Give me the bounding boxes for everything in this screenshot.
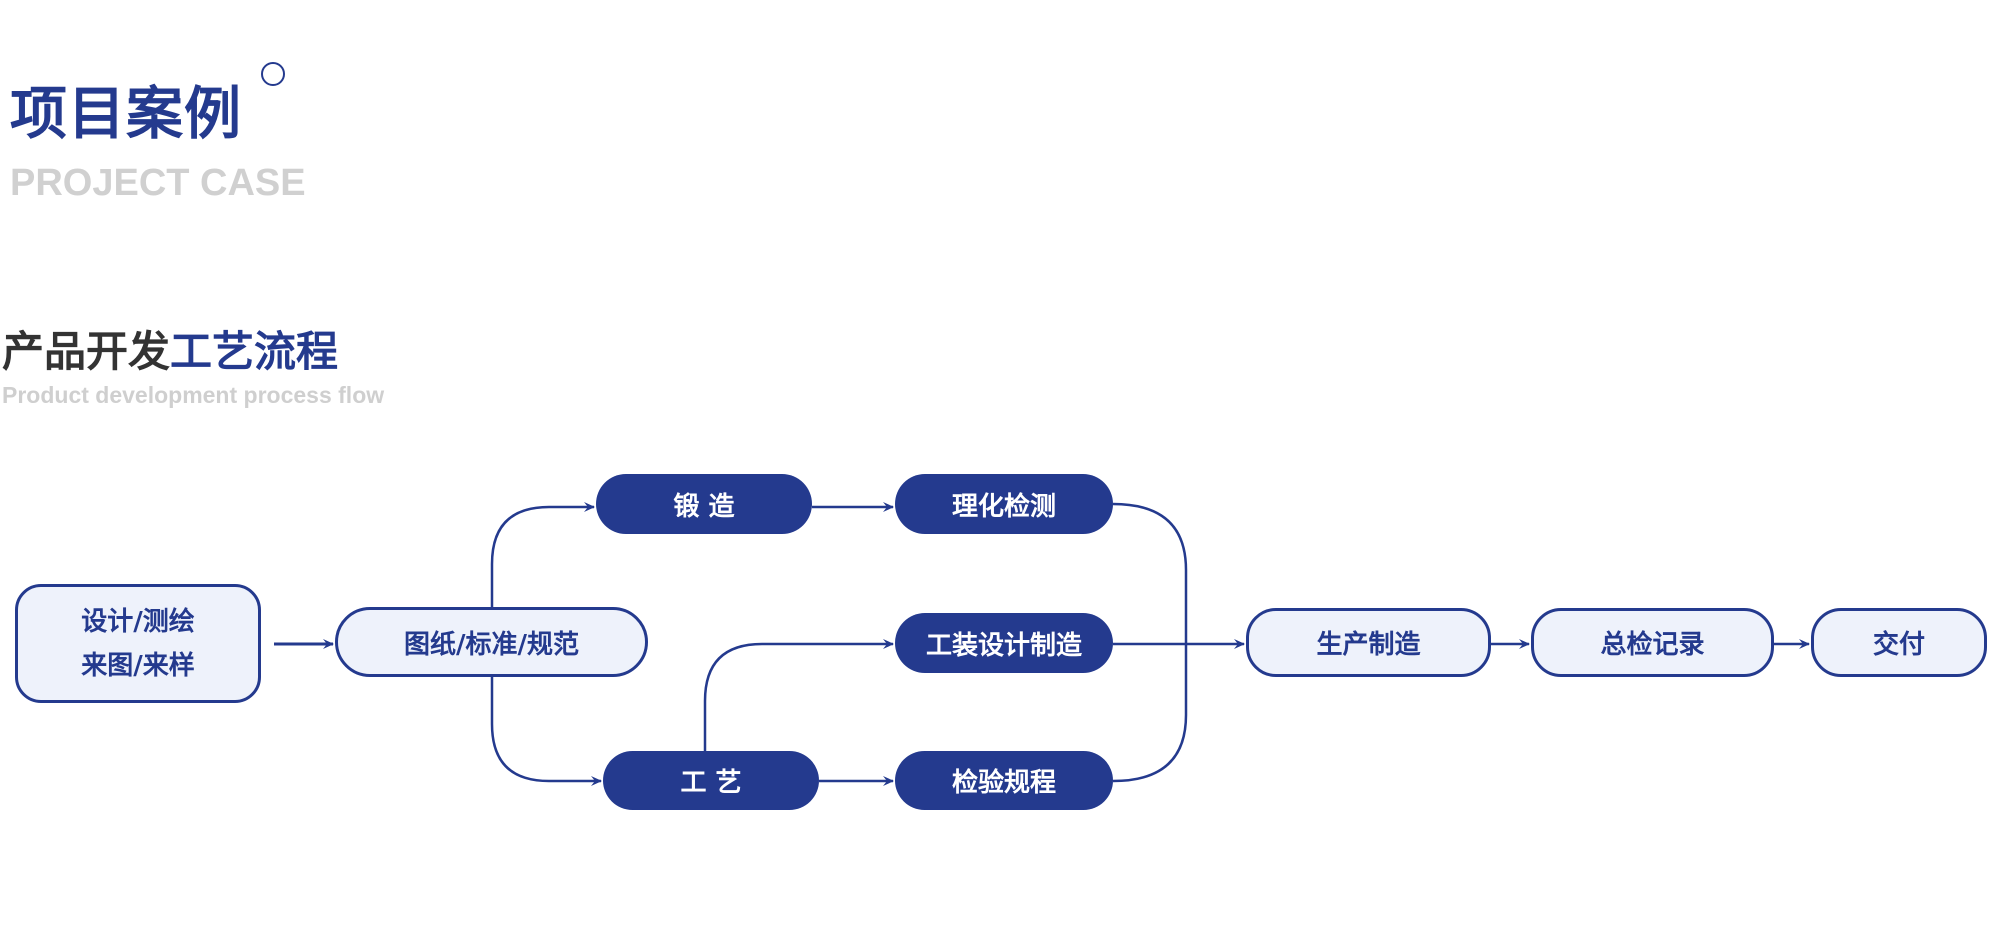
node-forging: 锻 造 [596, 474, 812, 534]
node-final-inspection: 总检记录 [1531, 608, 1774, 677]
node-inspection-rules: 检验规程 [895, 751, 1113, 810]
arrow-drawings-to-forging [490, 502, 595, 607]
node-process: 工 艺 [603, 751, 819, 810]
page-subtitle: PROJECT CASE [10, 162, 306, 204]
arrow-process-to-tooling [703, 639, 894, 751]
node-drawings-standards: 图纸/标准/规范 [335, 607, 648, 677]
node-design-survey-line1: 设计/测绘 [81, 606, 195, 637]
node-delivery: 交付 [1811, 608, 1987, 677]
arrow-drawings-to-process [490, 677, 602, 786]
node-tooling-design: 工装设计制造 [895, 613, 1113, 673]
section-title: 产品开发工艺流程 [2, 318, 338, 379]
node-design-survey: 设计/测绘 来图/来样 [15, 584, 261, 703]
section-title-part2: 工艺流程 [170, 327, 339, 376]
section-subtitle: Product development process flow [2, 382, 385, 408]
node-design-survey-line2: 来图/来样 [81, 650, 195, 681]
connector-testing-to-merge [1112, 502, 1188, 783]
section-title-part1: 产品开发 [2, 327, 171, 376]
node-physical-chemical-testing: 理化检测 [895, 474, 1113, 534]
node-production: 生产制造 [1246, 608, 1491, 677]
circle-decoration-icon [261, 62, 285, 86]
page-title: 项目案例 [10, 81, 242, 147]
